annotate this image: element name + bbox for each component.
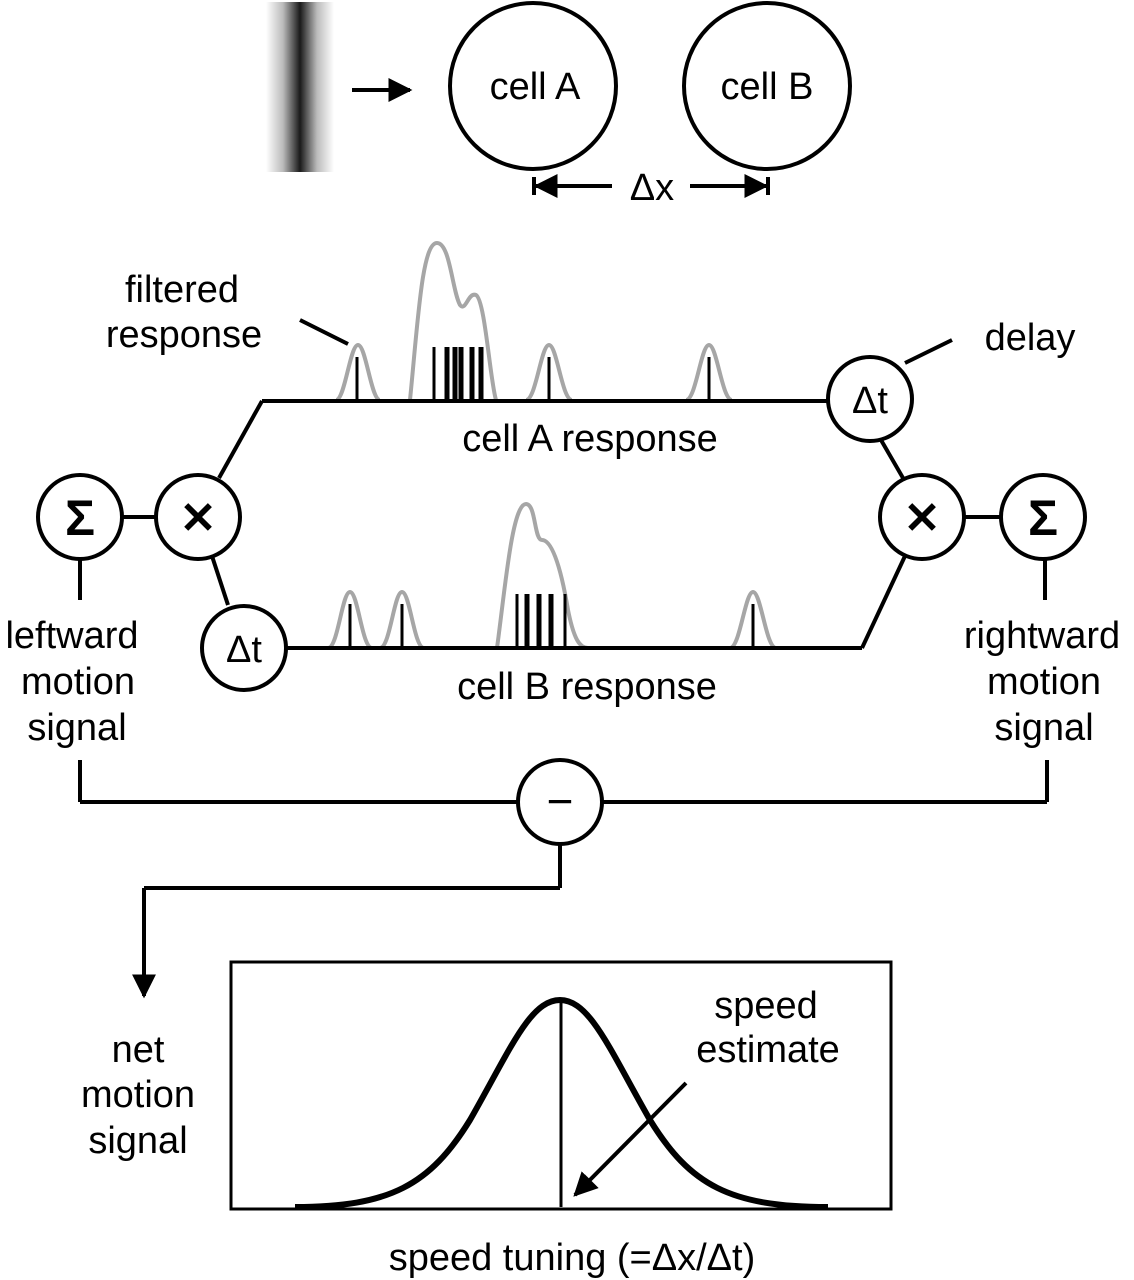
cell-b-response-label: cell B response: [457, 666, 717, 708]
delay-label: delay: [985, 317, 1076, 359]
delay-pointer: [904, 338, 953, 365]
rightward-signal-line2: motion: [987, 661, 1101, 703]
right-multiply-symbol: ✕: [904, 494, 941, 543]
right-sum-node: Σ: [999, 473, 1087, 561]
filtered-response-pointer: [299, 318, 349, 346]
right-multiply-node: ✕: [878, 473, 966, 561]
circuit-wires: [78, 399, 1049, 999]
filtered-response-label-line1: filtered: [125, 269, 239, 311]
left-multiply-node: ✕: [154, 473, 242, 561]
left-delay-symbol: Δt: [226, 629, 262, 671]
left-sum-node: Σ: [36, 473, 124, 561]
rightward-signal-line3: signal: [994, 707, 1093, 749]
cell-a-spike-train: [355, 347, 711, 400]
right-sum-symbol: Σ: [1028, 490, 1058, 546]
cell-b: cell B: [682, 1, 852, 171]
net-signal-line1: net: [112, 1029, 165, 1071]
speed-tuning-caption: speed tuning (=Δx/Δt): [389, 1237, 756, 1279]
speed-estimate-pointer: [573, 1081, 688, 1197]
moving-bar-stimulus: [266, 2, 334, 172]
left-sum-symbol: Σ: [65, 490, 95, 546]
leftward-signal-line3: signal: [27, 707, 126, 749]
subtract-node: −: [516, 758, 604, 846]
distance-label: Δx: [630, 167, 674, 209]
filtered-response-label-line2: response: [106, 314, 262, 356]
cell-b-spike-train: [348, 594, 755, 648]
right-delay-symbol: Δt: [852, 380, 888, 422]
cell-a: cell A: [448, 1, 618, 171]
cell-b-label: cell B: [721, 66, 814, 108]
cell-a-response-label: cell A response: [462, 418, 718, 460]
cell-b-filtered-response-curve: [326, 501, 778, 650]
subtract-symbol: −: [547, 775, 574, 827]
distance-indicator: Δx: [532, 167, 770, 209]
speed-estimate-label-line2: estimate: [696, 1029, 840, 1071]
right-delay-node: Δt: [826, 355, 914, 443]
cell-a-label: cell A: [490, 66, 581, 108]
cell-a-filtered-response-curve: [334, 240, 734, 402]
net-signal-line3: signal: [88, 1120, 187, 1162]
left-delay-node: Δt: [200, 604, 288, 692]
net-signal-line2: motion: [81, 1074, 195, 1116]
leftward-signal-line1: leftward: [5, 615, 138, 657]
speed-estimate-label-line1: speed: [714, 985, 818, 1027]
leftward-signal-line2: motion: [21, 661, 135, 703]
rightward-signal-line1: rightward: [964, 615, 1120, 657]
left-multiply-symbol: ✕: [180, 494, 217, 543]
